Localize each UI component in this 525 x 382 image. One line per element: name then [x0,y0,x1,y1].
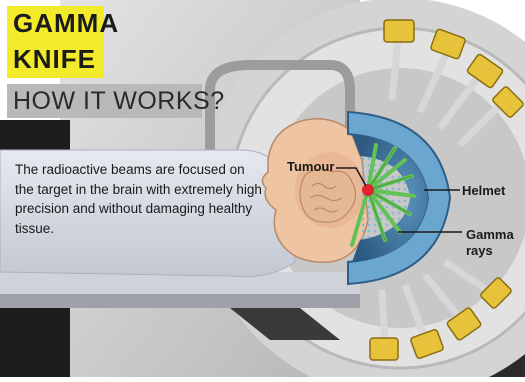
title-line-2: KNIFE [7,42,104,78]
tumour-target [362,184,374,196]
helmet-label: Helmet [462,183,505,198]
description-text: The radioactive beams are focused on the… [15,160,265,238]
subtitle: HOW IT WORKS? [7,84,202,118]
tumour-label: Tumour [287,159,334,174]
bed-edge [0,294,360,308]
gamma-rays-label: Gamma rays [466,227,516,259]
title-line-1: GAMMA [7,6,104,42]
